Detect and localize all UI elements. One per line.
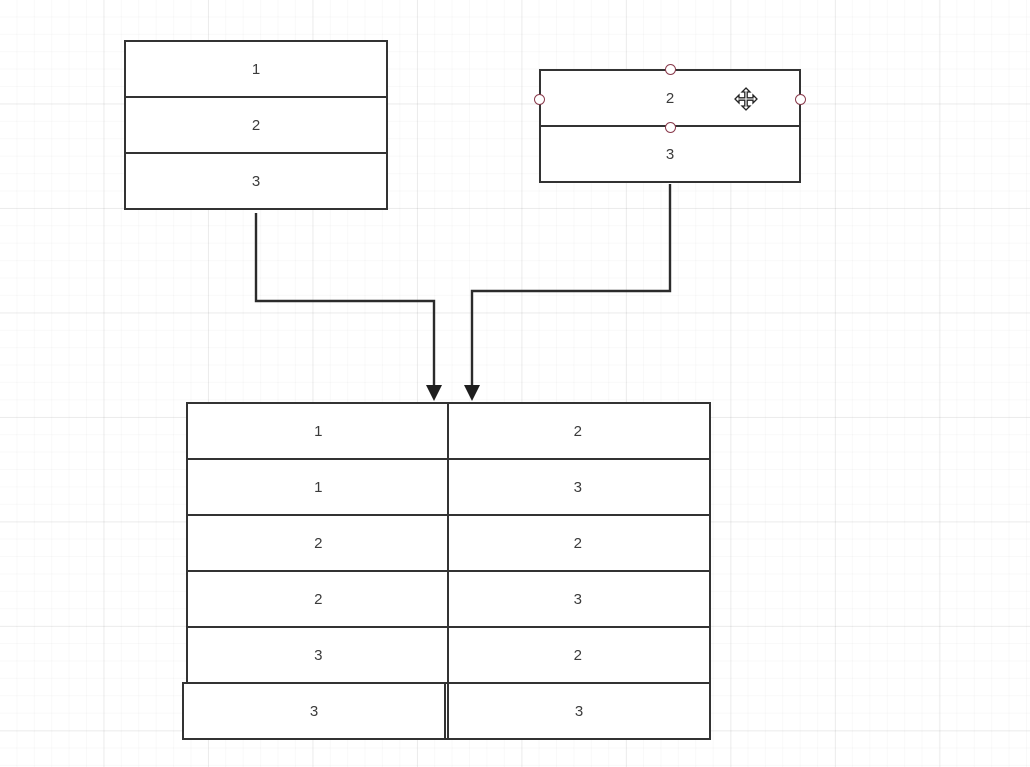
bottom-table[interactable]: 1 2 1 3 2 2 2 3 3 2 3 3 bbox=[182, 402, 711, 740]
table-cell[interactable]: 3 bbox=[184, 684, 446, 738]
connector-right-to-bottom[interactable] bbox=[470, 184, 672, 390]
table-row[interactable]: 1 bbox=[124, 40, 388, 98]
handle-top-center[interactable] bbox=[664, 63, 676, 75]
arrowhead-right-connector bbox=[464, 385, 480, 401]
table-cell[interactable]: 3 bbox=[541, 127, 799, 181]
table-cell[interactable]: 2 bbox=[188, 572, 449, 626]
table-cell[interactable]: 3 bbox=[447, 684, 709, 738]
table-row[interactable]: 2 bbox=[539, 69, 801, 127]
table-row[interactable]: 3 2 bbox=[186, 626, 711, 684]
table-row[interactable]: 2 2 bbox=[186, 514, 711, 572]
table-cell[interactable]: 3 bbox=[446, 572, 707, 626]
left-table[interactable]: 1 2 3 bbox=[124, 40, 388, 210]
table-row[interactable]: 2 3 bbox=[186, 570, 711, 628]
table-cell[interactable]: 2 bbox=[541, 71, 799, 125]
table-row[interactable]: 3 bbox=[539, 125, 801, 183]
handle-middle-left[interactable] bbox=[533, 93, 545, 105]
table-cell[interactable]: 1 bbox=[126, 42, 386, 96]
table-cell[interactable]: 1 bbox=[188, 404, 449, 458]
table-cell[interactable]: 3 bbox=[126, 154, 386, 208]
table-cell[interactable]: 2 bbox=[446, 404, 707, 458]
table-row[interactable]: 3 3 bbox=[182, 682, 711, 740]
table-cell[interactable]: 3 bbox=[446, 460, 707, 514]
table-cell[interactable]: 2 bbox=[188, 516, 449, 570]
handle-middle-right[interactable] bbox=[794, 93, 806, 105]
move-cursor bbox=[734, 87, 758, 111]
table-cell[interactable]: 2 bbox=[446, 628, 707, 682]
table-row[interactable]: 1 3 bbox=[186, 458, 711, 516]
table-cell[interactable]: 1 bbox=[188, 460, 449, 514]
handle-center-divider[interactable] bbox=[664, 121, 676, 133]
table-cell[interactable]: 3 bbox=[188, 628, 449, 682]
table-cell[interactable]: 2 bbox=[446, 516, 707, 570]
arrowhead-left-connector bbox=[426, 385, 442, 401]
table-row[interactable]: 3 bbox=[124, 152, 388, 210]
table-row[interactable]: 2 bbox=[124, 96, 388, 154]
table-row[interactable]: 1 2 bbox=[186, 402, 711, 460]
connector-left-to-bottom[interactable] bbox=[254, 213, 436, 390]
table-cell[interactable]: 2 bbox=[126, 98, 386, 152]
